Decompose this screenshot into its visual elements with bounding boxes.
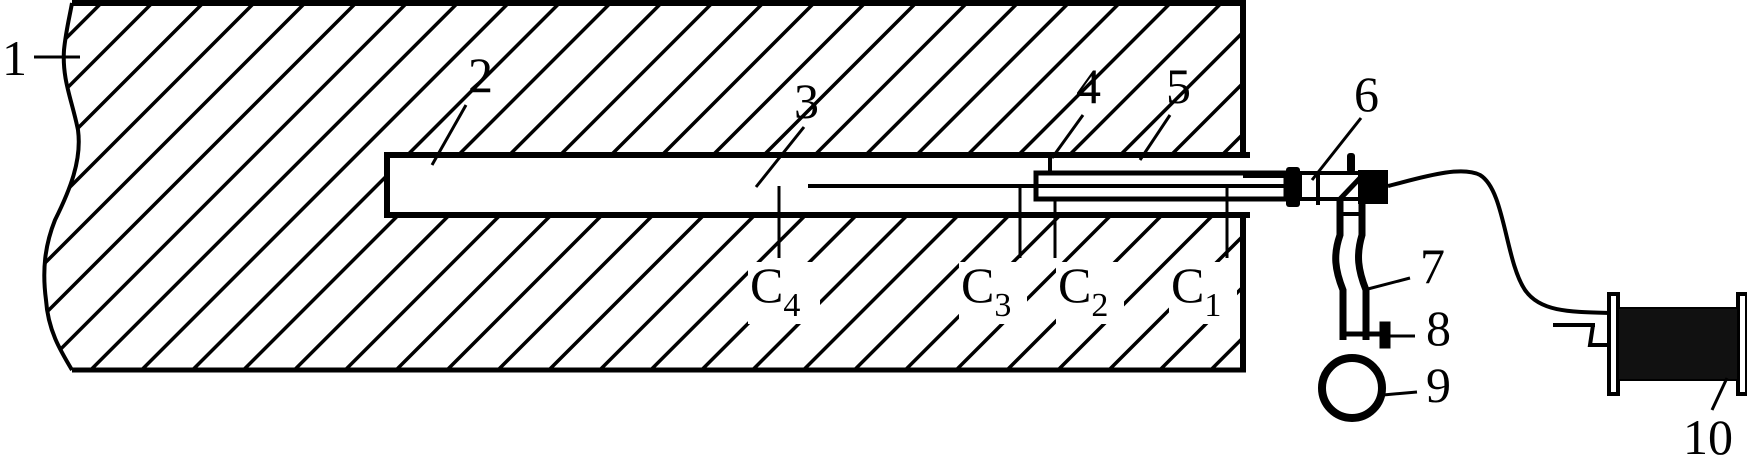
label-6: 6 <box>1354 66 1379 122</box>
pressure-gauge <box>1318 354 1386 422</box>
point-labels: C4 C3 C2 C1 <box>748 257 1237 324</box>
label-C2: C2 <box>1058 257 1108 324</box>
label-2: 2 <box>468 47 493 103</box>
label-4: 4 <box>1076 58 1101 114</box>
label-5: 5 <box>1166 58 1191 114</box>
label-C4: C4 <box>750 257 800 324</box>
label-10: 10 <box>1683 409 1733 465</box>
hose <box>1332 200 1370 340</box>
label-9: 9 <box>1426 357 1451 413</box>
component-labels: 1 2 3 4 5 6 7 8 9 10 <box>2 30 1733 465</box>
cable-reel <box>1553 292 1747 396</box>
label-1: 1 <box>2 30 27 86</box>
label-8: 8 <box>1426 300 1451 356</box>
label-3: 3 <box>794 73 819 129</box>
joint-fitting <box>1286 153 1611 315</box>
leader-lines <box>34 55 1729 411</box>
label-7: 7 <box>1420 238 1445 294</box>
measurement-points <box>777 186 1229 258</box>
label-C1: C1 <box>1171 257 1221 324</box>
label-C3: C3 <box>961 257 1011 324</box>
casing-pipe <box>1033 155 1290 202</box>
